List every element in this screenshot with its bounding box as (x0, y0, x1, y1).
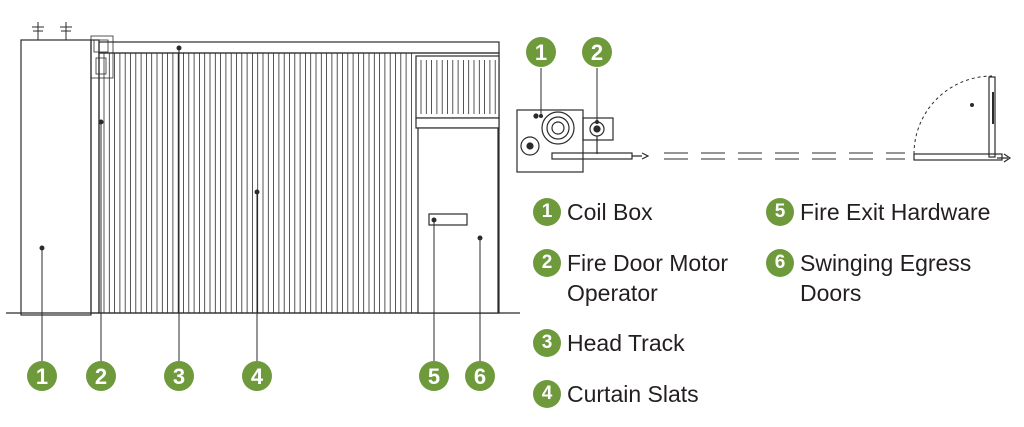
legend-item-head-track: 3 Head Track (533, 328, 685, 358)
plan-bottom-bar (551, 152, 633, 160)
legend-label: Fire Exit Hardware (800, 199, 991, 225)
legend-label: Swinging Egress Doors (800, 250, 972, 306)
side-guide (90, 39, 100, 314)
callout-2: 2 (86, 361, 116, 391)
callout-2-text: 2 (95, 364, 107, 389)
leader-lines (39, 45, 483, 362)
callout-5-text: 5 (428, 364, 440, 389)
plan-callout-1-text: 1 (535, 40, 547, 65)
plan-view (516, 68, 1012, 173)
legend-item-swinging-egress-doors: 6 Swinging Egress Doors (766, 248, 971, 308)
callout-3: 3 (164, 361, 194, 391)
callout-5: 5 (419, 361, 449, 391)
curtain-path-dashed (664, 152, 905, 160)
coil-box-plan (516, 109, 584, 173)
legend-number: 4 (533, 380, 561, 408)
curtain (98, 52, 500, 314)
motor-operator-plan (582, 117, 614, 141)
legend-number: 1 (533, 198, 561, 226)
elevation-view (6, 22, 520, 316)
plan-callout-1: 1 (526, 37, 556, 67)
legend-item-curtain-slats: 4 Curtain Slats (533, 379, 699, 409)
legend-item-coil-box: 1 Coil Box (533, 197, 653, 227)
legend-item-motor-operator: 2 Fire Door Motor Operator (533, 248, 728, 308)
legend-label: Coil Box (567, 199, 653, 225)
callout-3-text: 3 (173, 364, 185, 389)
curtain-slats (103, 53, 412, 313)
legend-label: Fire Door Motor Operator (567, 250, 729, 306)
swing-door-plan (913, 75, 1012, 163)
callout-6: 6 (465, 361, 495, 391)
legend-number: 5 (766, 198, 794, 226)
callout-4: 4 (242, 361, 272, 391)
callout-1: 1 (27, 361, 57, 391)
legend-label: Curtain Slats (567, 381, 699, 407)
plan-callouts: 1 2 (526, 37, 612, 67)
elevation-callouts: 1 2 3 4 5 6 (27, 361, 495, 391)
coil-box-elevation (20, 39, 92, 316)
legend-number: 2 (533, 249, 561, 277)
plan-callout-2-text: 2 (591, 40, 603, 65)
transom-slats (420, 60, 496, 114)
coil-box-fixtures (32, 22, 72, 40)
motor-bracket (90, 35, 114, 79)
head-track (98, 41, 500, 54)
callout-4-text: 4 (251, 364, 264, 389)
legend-number: 6 (766, 249, 794, 277)
fire-exit-hardware (428, 213, 468, 226)
callout-6-text: 6 (474, 364, 486, 389)
egress-door-transom (415, 55, 500, 119)
egress-door-header (415, 117, 500, 129)
legend-number: 3 (533, 329, 561, 357)
legend-label: Head Track (567, 330, 685, 356)
callout-1-text: 1 (36, 364, 48, 389)
plan-callout-2: 2 (582, 37, 612, 67)
legend-item-fire-exit-hardware: 5 Fire Exit Hardware (766, 197, 990, 227)
